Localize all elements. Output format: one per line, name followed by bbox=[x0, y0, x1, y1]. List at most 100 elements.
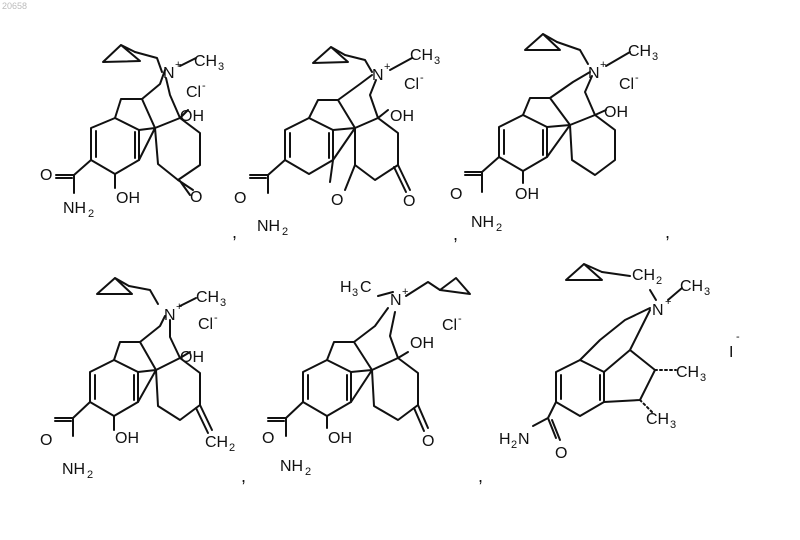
structure-1: N + CH 3 Cl - OH O NH 2 OH O bbox=[40, 45, 224, 220]
methyl-a-ch: CH bbox=[676, 364, 699, 381]
methyl-b-sub: 3 bbox=[670, 419, 676, 431]
cyclopropyl-ring bbox=[103, 45, 140, 62]
ammonium-n: N bbox=[652, 302, 664, 319]
separator-4: , bbox=[241, 466, 246, 486]
substituent-bonds bbox=[55, 402, 114, 436]
n-methyl-ch: CH bbox=[410, 47, 433, 64]
iodide-i: I bbox=[729, 344, 733, 361]
amide-nh: NH bbox=[280, 458, 303, 475]
aromatic-ring bbox=[556, 360, 604, 416]
ketone-oxygen: O bbox=[190, 189, 202, 206]
phenol-oh: OH bbox=[116, 190, 140, 207]
cyclopropyl-ring bbox=[440, 278, 470, 294]
hydroxyl-top: OH bbox=[180, 349, 204, 366]
ammonium-charge: + bbox=[665, 296, 671, 308]
amide-nh-sub: 2 bbox=[282, 226, 288, 238]
n-methyl-bond bbox=[390, 58, 412, 70]
ammonium-charge: + bbox=[176, 301, 182, 313]
n-methyl-ch: CH bbox=[196, 289, 219, 306]
amide-h-sub: 2 bbox=[511, 439, 517, 451]
amide-nh-sub: 2 bbox=[496, 222, 502, 234]
hydroxyl-bond bbox=[378, 110, 388, 118]
cyclopropyl-ring bbox=[566, 264, 602, 280]
separator-3: , bbox=[665, 222, 670, 242]
methyl-b-ch: CH bbox=[646, 411, 669, 428]
n-methyl-sub: 3 bbox=[434, 55, 440, 67]
separator-2: , bbox=[453, 224, 458, 244]
cyclopropylmethyl-chain bbox=[345, 55, 372, 72]
phenol-oh: OH bbox=[115, 430, 139, 447]
bridge-oxygen: O bbox=[331, 192, 343, 209]
ketone-double-bond bbox=[394, 165, 410, 192]
cyclopropyl-ring bbox=[525, 34, 560, 50]
iodide-charge: - bbox=[736, 331, 740, 343]
amide-nh: NH bbox=[62, 461, 85, 478]
n-methyl-bond bbox=[606, 52, 630, 66]
page-id: 20658 bbox=[2, 1, 27, 11]
methylene-sub: 2 bbox=[229, 442, 235, 454]
cyclopropylmethyl-chain bbox=[557, 42, 588, 64]
amide-oxygen: O bbox=[555, 445, 567, 462]
methylene-ch: CH bbox=[632, 267, 655, 284]
aromatic-ring bbox=[285, 118, 333, 174]
chloride-charge: - bbox=[214, 312, 218, 324]
structure-2: N + CH 3 Cl - OH O NH 2 O O bbox=[234, 47, 440, 238]
ammonium-n: N bbox=[163, 65, 175, 82]
separator-1: , bbox=[232, 222, 237, 242]
aromatic-double-bonds bbox=[96, 131, 135, 158]
amide-nh: NH bbox=[257, 218, 280, 235]
amide-nh-sub: 2 bbox=[305, 466, 311, 478]
n-methyl-sub: 3 bbox=[352, 287, 358, 299]
chloride-cl: Cl bbox=[442, 317, 457, 334]
ketone-oxygen: O bbox=[403, 193, 415, 210]
phenol-oh: OH bbox=[328, 430, 352, 447]
hydroxyl-top: OH bbox=[604, 104, 628, 121]
amide-oxygen: O bbox=[450, 186, 462, 203]
ammonium-n: N bbox=[372, 67, 384, 84]
n-methyl-ch: CH bbox=[628, 43, 651, 60]
benzomorphan-ring-system bbox=[580, 308, 655, 402]
aromatic-ring bbox=[303, 360, 351, 416]
n-methyl-h: H bbox=[340, 279, 352, 296]
chloride-cl: Cl bbox=[198, 316, 213, 333]
n-methyl-ch: CH bbox=[680, 278, 703, 295]
chloride-cl: Cl bbox=[619, 76, 634, 93]
amide-oxygen: O bbox=[40, 432, 52, 449]
aromatic-double-bonds bbox=[504, 130, 543, 155]
structure-5: H 3 C N + Cl - OH O NH 2 OH O bbox=[262, 278, 470, 478]
cyclopropyl-ring bbox=[97, 278, 132, 294]
aromatic-double-bonds bbox=[95, 375, 134, 400]
chloride-cl: Cl bbox=[186, 84, 201, 101]
amide-oxygen: O bbox=[40, 167, 52, 184]
substituent-bonds bbox=[56, 160, 115, 193]
aromatic-double-bonds bbox=[290, 133, 329, 158]
chloride-charge: - bbox=[420, 72, 424, 84]
ammonium-charge: + bbox=[384, 61, 390, 73]
substituent-bonds bbox=[250, 160, 285, 193]
ammonium-n: N bbox=[588, 65, 600, 82]
n-methyl-c: C bbox=[360, 279, 372, 296]
structure-4: N + CH 3 Cl - OH O NH 2 OH CH 2 bbox=[40, 278, 235, 481]
n-methyl-ch: CH bbox=[194, 53, 217, 70]
ammonium-charge: + bbox=[402, 286, 408, 298]
structure-3: N + CH 3 Cl - OH O NH 2 OH bbox=[450, 34, 658, 234]
aromatic-ring bbox=[91, 118, 139, 174]
ammonium-charge: + bbox=[600, 59, 606, 71]
ketone-double-bond bbox=[414, 405, 428, 431]
ammonium-charge: + bbox=[175, 59, 181, 71]
n-methyl-sub: 3 bbox=[652, 51, 658, 63]
substituent-bonds bbox=[268, 402, 327, 436]
phenol-oh: OH bbox=[515, 186, 539, 203]
hydroxyl-top: OH bbox=[390, 108, 414, 125]
ammonium-n: N bbox=[164, 307, 176, 324]
ammonium-n: N bbox=[390, 292, 402, 309]
n-methyl-sub: 3 bbox=[704, 286, 710, 298]
amide-n: N bbox=[518, 431, 530, 448]
cyclopropylmethyl-chain bbox=[602, 272, 630, 276]
cyclopropylmethyl-chain bbox=[129, 286, 158, 304]
chloride-charge: - bbox=[635, 72, 639, 84]
amide-nh-sub: 2 bbox=[88, 208, 94, 220]
chloride-charge: - bbox=[202, 80, 206, 92]
ketone-oxygen: O bbox=[422, 433, 434, 450]
